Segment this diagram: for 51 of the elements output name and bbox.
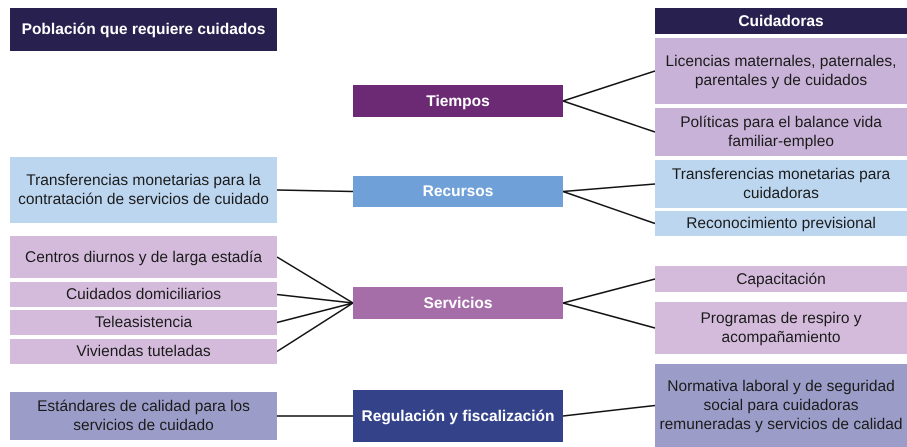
- connector-line: [562, 100, 656, 133]
- connector-line: [562, 183, 656, 192]
- box-label: Programas de respiro y acompañamiento: [699, 309, 863, 347]
- item-box: [655, 302, 907, 354]
- header-box: [655, 8, 907, 34]
- box-label: Reconocimiento previsional: [686, 214, 876, 233]
- box-label: Licencias maternales, paternales, parentales y de cuidados: [664, 52, 898, 90]
- box-label: Centros diurnos y de larga estadía: [25, 248, 262, 266]
- connector-line: [276, 302, 354, 324]
- box-label: Estándares de calidad para los servicios de cuidado: [36, 397, 251, 435]
- header-box: [10, 8, 277, 51]
- box-label: Transferencias monetarias para cuidadoras: [670, 165, 892, 203]
- item-box: [10, 157, 277, 223]
- item-box: [655, 266, 907, 292]
- category-box: [353, 176, 563, 207]
- connector-line: [562, 70, 656, 102]
- box-label: Tiempos: [426, 92, 490, 110]
- box-label: Cuidadoras: [738, 12, 824, 30]
- box-label: Capacitación: [736, 270, 826, 288]
- connector-line: [276, 294, 354, 304]
- connector-line: [562, 302, 656, 329]
- box-label: Teleasistencia: [94, 313, 192, 332]
- box-label: Recursos: [422, 182, 494, 201]
- item-box: [10, 392, 277, 440]
- item-box: [655, 364, 907, 447]
- connector-line: [562, 404, 656, 417]
- category-box: [353, 85, 563, 117]
- item-box: [10, 236, 277, 278]
- connector-line: [276, 189, 354, 192]
- category-box: [353, 287, 563, 319]
- connector-line: [276, 302, 354, 352]
- box-label: Regulación y fiscalización: [362, 406, 554, 426]
- box-label: Cuidados domiciliarios: [66, 285, 222, 304]
- box-label: Viviendas tuteladas: [76, 342, 211, 361]
- item-box: [655, 108, 907, 156]
- box-label: Población que requiere cuidados: [22, 20, 266, 39]
- item-box: [10, 310, 277, 335]
- item-box: [10, 339, 277, 364]
- item-box: [655, 38, 907, 104]
- connector-line: [562, 190, 656, 224]
- item-box: [655, 160, 907, 208]
- connector-line: [277, 415, 353, 417]
- category-box: [353, 390, 563, 442]
- box-label: Normativa laboral y de seguridad social para cuidadoras remuneradas y servicios de calidad: [659, 377, 903, 434]
- connector-line: [562, 278, 656, 304]
- item-box: [655, 211, 907, 236]
- box-label: Transferencias monetarias para la contratación de servicios de cuidado: [17, 171, 270, 209]
- box-label: Servicios: [424, 294, 492, 312]
- connector-line: [276, 256, 354, 304]
- item-box: [10, 282, 277, 307]
- box-label: Políticas para el balance vida familiar-empleo: [679, 113, 883, 151]
